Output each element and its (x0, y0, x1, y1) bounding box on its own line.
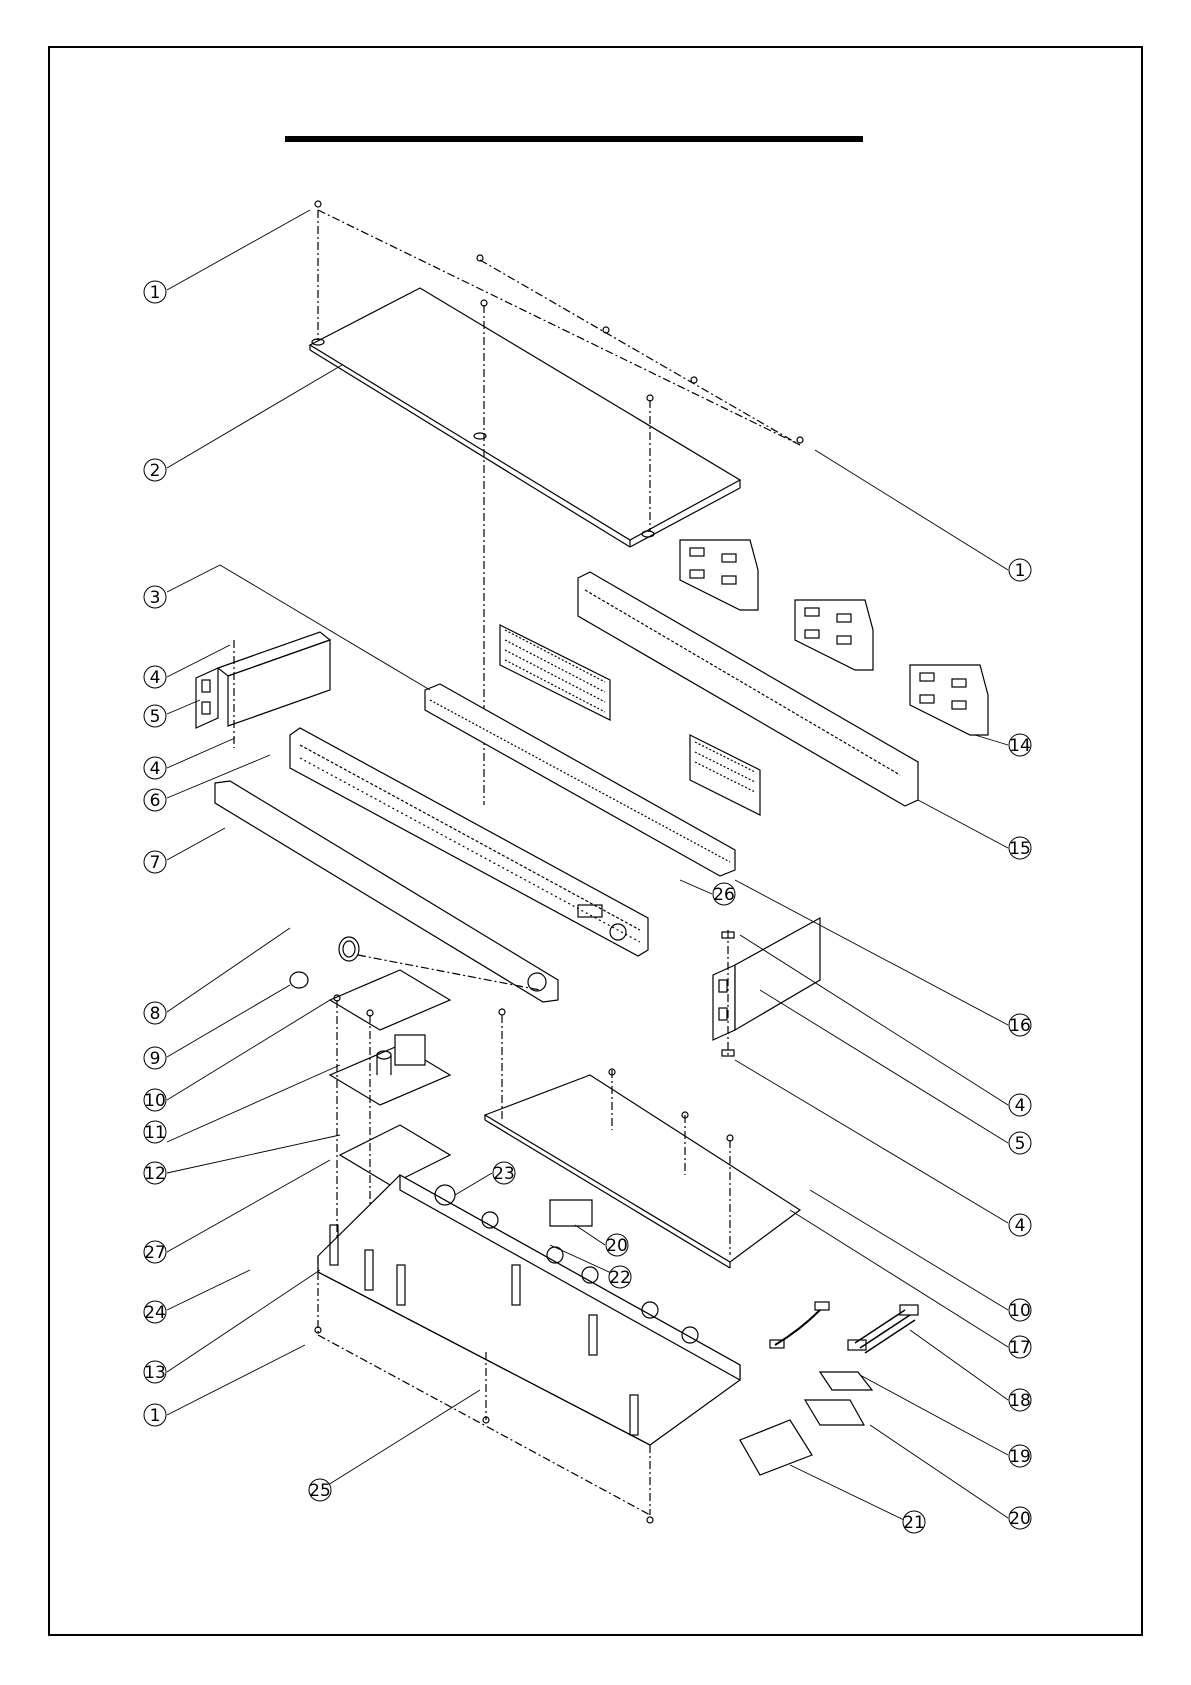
callout-4-a: 4 (144, 666, 166, 688)
callout-2: 2 (144, 459, 166, 481)
svg-text:4: 4 (150, 759, 161, 779)
callout-7: 7 (144, 851, 166, 873)
callout-23: 23 (493, 1162, 515, 1184)
callout-20-bottom: 20 (1009, 1507, 1031, 1529)
callout-16: 16 (1009, 1014, 1031, 1036)
svg-text:25: 25 (309, 1481, 331, 1501)
svg-text:11: 11 (144, 1123, 166, 1143)
svg-text:23: 23 (493, 1164, 515, 1184)
svg-text:26: 26 (713, 885, 735, 905)
svg-text:3: 3 (150, 588, 161, 608)
title-bar (285, 136, 863, 142)
callout-20-top: 20 (606, 1234, 628, 1256)
svg-text:13: 13 (144, 1363, 166, 1383)
callout-26: 26 (713, 883, 735, 905)
callout-4-c: 4 (1009, 1094, 1031, 1116)
svg-text:4: 4 (1015, 1216, 1026, 1236)
callout-25: 25 (309, 1479, 331, 1501)
svg-text:14: 14 (1009, 736, 1031, 756)
callout-1-right: 1 (1009, 559, 1031, 581)
callout-4-b: 4 (144, 757, 166, 779)
callout-24: 24 (144, 1301, 166, 1323)
svg-text:7: 7 (150, 853, 161, 873)
callout-17: 17 (1009, 1336, 1031, 1358)
svg-text:10: 10 (1009, 1301, 1031, 1321)
callout-18: 18 (1009, 1389, 1031, 1411)
main-pcb-part (485, 1009, 800, 1268)
svg-text:9: 9 (150, 1049, 161, 1069)
callout-1-bottom: 1 (144, 1404, 166, 1426)
callout-5-right: 5 (1009, 1132, 1031, 1154)
svg-text:1: 1 (150, 1406, 161, 1426)
callout-4-d: 4 (1009, 1214, 1031, 1236)
svg-text:6: 6 (150, 791, 161, 811)
svg-text:10: 10 (144, 1091, 166, 1111)
callout-10-right: 10 (1009, 1299, 1031, 1321)
svg-text:18: 18 (1009, 1391, 1031, 1411)
rack-ear-right-part (713, 918, 820, 1056)
svg-text:5: 5 (1015, 1134, 1026, 1154)
svg-text:19: 19 (1009, 1447, 1031, 1467)
svg-text:16: 16 (1009, 1016, 1031, 1036)
callout-21: 21 (903, 1511, 925, 1533)
svg-text:12: 12 (144, 1164, 166, 1184)
svg-text:1: 1 (150, 283, 161, 303)
svg-text:27: 27 (144, 1243, 166, 1263)
callout-19: 19 (1009, 1445, 1031, 1467)
svg-text:2: 2 (150, 461, 161, 481)
callout-8: 8 (144, 1002, 166, 1024)
pcb-bracket-part (680, 540, 988, 735)
callout-10-left: 10 (144, 1089, 166, 1111)
callout-15: 15 (1009, 837, 1031, 859)
svg-text:21: 21 (903, 1513, 925, 1533)
svg-text:4: 4 (1015, 1096, 1026, 1116)
top-cover-part (310, 288, 740, 547)
callout-11: 11 (144, 1121, 166, 1143)
callout-5-left: 5 (144, 705, 166, 727)
svg-text:5: 5 (150, 707, 161, 727)
svg-text:8: 8 (150, 1004, 161, 1024)
svg-text:17: 17 (1009, 1338, 1031, 1358)
svg-text:1: 1 (1015, 561, 1026, 581)
callout-6: 6 (144, 789, 166, 811)
front-panel-part (290, 684, 735, 956)
callout-27: 27 (144, 1241, 166, 1263)
callout-14: 14 (1009, 734, 1031, 756)
callout-3: 3 (144, 586, 166, 608)
svg-text:20: 20 (1009, 1509, 1031, 1529)
callout-12: 12 (144, 1162, 166, 1184)
svg-text:24: 24 (144, 1303, 166, 1323)
callout-1-top: 1 (144, 281, 166, 303)
svg-text:22: 22 (609, 1268, 631, 1288)
callout-22: 22 (609, 1266, 631, 1288)
svg-text:4: 4 (150, 668, 161, 688)
cable-parts (770, 1302, 918, 1353)
svg-text:15: 15 (1009, 839, 1031, 859)
callout-13: 13 (144, 1361, 166, 1383)
rack-ear-left-part (196, 632, 330, 748)
svg-text:20: 20 (606, 1236, 628, 1256)
callout-9: 9 (144, 1047, 166, 1069)
